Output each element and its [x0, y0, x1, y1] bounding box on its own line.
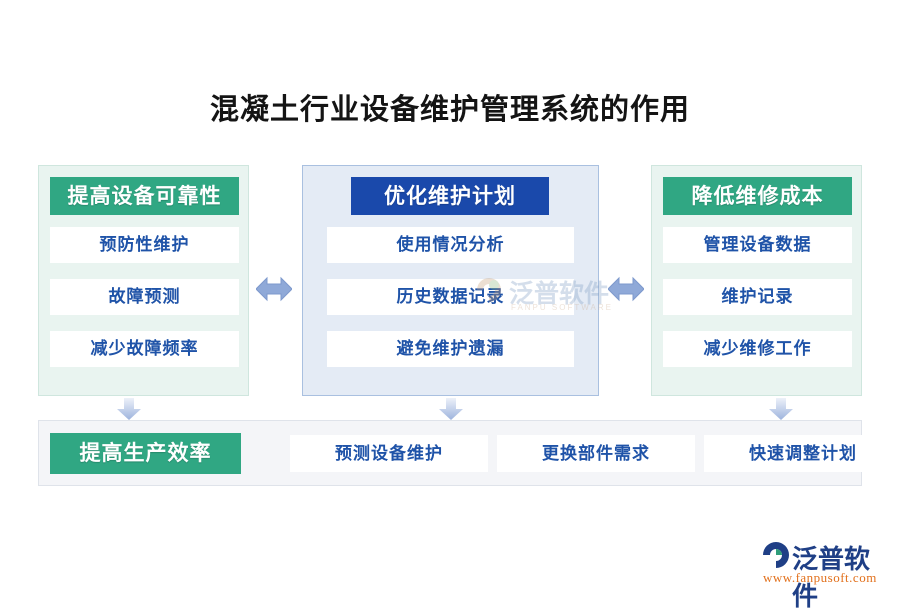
arrow-down-icon: [116, 398, 142, 420]
company-logo: 泛普软件 www.fanpusoft.com: [762, 539, 886, 611]
double-arrow-left-right-icon: [607, 276, 645, 302]
column-item[interactable]: 故障预测: [50, 279, 239, 315]
bottom-row-header: 提高生产效率: [50, 433, 241, 474]
column-item[interactable]: 减少故障频率: [50, 331, 239, 367]
column-item[interactable]: 历史数据记录: [327, 279, 574, 315]
column-item[interactable]: 管理设备数据: [663, 227, 852, 263]
page-title: 混凝土行业设备维护管理系统的作用: [209, 94, 690, 126]
column-reliability: 提高设备可靠性 预防性维护 故障预测 减少故障频率: [38, 165, 249, 396]
arrow-down-icon: [438, 398, 464, 420]
bottom-row-item[interactable]: 快速调整计划: [704, 435, 900, 472]
column-item[interactable]: 维护记录: [663, 279, 852, 315]
column-header-reliability: 提高设备可靠性: [50, 177, 239, 215]
arrow-down-icon: [768, 398, 794, 420]
logo-mark-icon: [762, 541, 792, 569]
infographic-canvas: 混凝土行业设备维护管理系统的作用 提高设备可靠性 预防性维护 故障预测 减少故障…: [38, 94, 900, 611]
column-item[interactable]: 避免维护遗漏: [327, 331, 574, 367]
column-item[interactable]: 预防性维护: [50, 227, 239, 263]
bottom-row-item[interactable]: 更换部件需求: [497, 435, 695, 472]
logo-url: www.fanpusoft.com: [763, 570, 877, 585]
column-item[interactable]: 减少维修工作: [663, 331, 852, 367]
column-maintenance-plan: 优化维护计划 使用情况分析 历史数据记录 避免维护遗漏: [302, 165, 599, 396]
double-arrow-left-right-icon: [255, 276, 293, 302]
column-cost: 降低维修成本 管理设备数据 维护记录 减少维修工作: [651, 165, 862, 396]
column-header-cost: 降低维修成本: [663, 177, 852, 215]
column-header-maintenance-plan: 优化维护计划: [351, 177, 549, 215]
column-item[interactable]: 使用情况分析: [327, 227, 574, 263]
bottom-row-item[interactable]: 预测设备维护: [290, 435, 488, 472]
bottom-row-efficiency: 提高生产效率 预测设备维护 更换部件需求 快速调整计划: [38, 420, 900, 486]
